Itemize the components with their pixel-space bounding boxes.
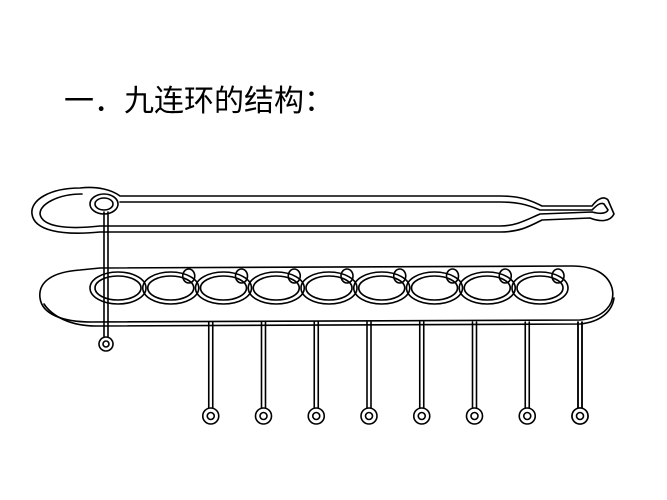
handle-frame (31, 186, 615, 234)
ring-5 (300, 271, 358, 305)
rods-group (201, 321, 589, 425)
ring-7 (405, 271, 464, 305)
ring-knot-5 (340, 268, 354, 284)
ring-knot-3 (234, 268, 249, 284)
rod-end-loop-5 (412, 407, 431, 425)
ring-9 (511, 271, 569, 305)
ring-knot-2 (181, 268, 196, 284)
rod-end-loop-7 (518, 407, 537, 425)
rod-3 (307, 321, 326, 425)
ring-8 (458, 271, 517, 305)
page-title: 一．九连环的结构： (64, 84, 334, 119)
handle-rod-end (98, 336, 114, 352)
rings-group (89, 268, 569, 305)
rod-6 (465, 321, 484, 425)
rod-end-loop-4 (360, 407, 378, 425)
rod-1 (201, 321, 220, 425)
rod-5 (412, 321, 431, 425)
ring-1 (89, 271, 147, 305)
ring-6 (352, 271, 411, 305)
rod-7 (518, 321, 537, 425)
ring-2 (141, 271, 200, 305)
rod-end-loop-3 (307, 407, 326, 425)
rod-end-loop-6 (465, 407, 484, 425)
rod-end-loop-1 (201, 407, 220, 425)
base-plate (39, 265, 615, 327)
ring-knot-6 (392, 268, 407, 284)
ring-knot-8 (498, 268, 513, 284)
rod-2 (254, 321, 273, 425)
ring-knot-4 (287, 268, 302, 284)
ring-4 (247, 271, 306, 305)
rod-4 (360, 321, 378, 425)
ring-knot-7 (445, 268, 460, 284)
rod-end-loop-9 (571, 407, 589, 425)
ring-knot-9 (551, 268, 565, 284)
ring-3 (194, 271, 253, 305)
rod-end-loop-2 (254, 407, 273, 425)
rod-9 (571, 321, 589, 425)
